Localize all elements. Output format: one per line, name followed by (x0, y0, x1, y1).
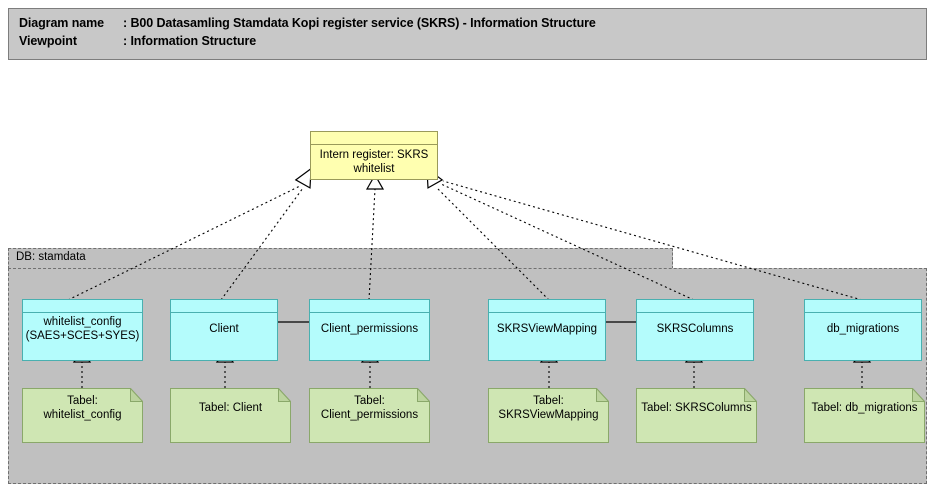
node-label-line1: Intern register: SKRS (319, 148, 429, 161)
node-client-permissions[interactable]: Client_permissions (309, 299, 430, 361)
node-skrscolumns[interactable]: SKRSColumns (636, 299, 754, 361)
note-shape (170, 388, 291, 443)
viewpoint-sep: : (123, 34, 131, 48)
group-body (8, 268, 927, 484)
node-intern-register-skrs-whitelist[interactable]: Intern register: SKRS whitelist (310, 131, 438, 180)
note-tabel-client[interactable]: Tabel: Client (170, 388, 291, 443)
note-tabel-skrscolumns[interactable]: Tabel: SKRSColumns (636, 388, 757, 443)
node-label-line1: whitelist_config (43, 316, 122, 329)
group-title-tab (8, 248, 673, 269)
realization-lines-to-interface (67, 180, 863, 301)
realization-line-db-migrations (442, 180, 863, 301)
node-skrsviewmapping[interactable]: SKRSViewMapping (488, 299, 606, 361)
diagram-name-key: Diagram name (19, 16, 104, 30)
group-db-stamdata[interactable]: DB: stamdata (8, 248, 927, 484)
realization-line-whitelist-config (67, 185, 301, 301)
node-label: SKRSViewMapping (496, 323, 598, 336)
diagram-name-line: Diagram name: B00 Datasamling Stamdata K… (19, 16, 596, 30)
diagram-name-value: B00 Datasamling Stamdata Kopi register s… (130, 16, 596, 30)
diagram-name-sep: : (123, 16, 131, 30)
note-shape (636, 388, 757, 443)
note-shape (309, 388, 430, 443)
node-label: Intern register: SKRS whitelist (314, 147, 434, 177)
node-header-strip (637, 300, 753, 313)
node-header-strip (805, 300, 921, 313)
node-header-strip (310, 300, 429, 313)
note-shape (22, 388, 143, 443)
node-label: Client_permissions (320, 323, 419, 336)
viewpoint-key: Viewpoint (19, 34, 77, 48)
note-tabel-db-migrations[interactable]: Tabel: db_migrations (804, 388, 925, 443)
note-tabel-client-permissions[interactable]: Tabel:Client_permissions (309, 388, 430, 443)
realization-line-skrsviewmapping (436, 187, 550, 301)
realization-line-client (220, 187, 304, 301)
realization-lines-to-objects (81, 362, 863, 388)
realization-line-skrscolumns (440, 183, 695, 301)
node-whitelist-config[interactable]: whitelist_config(SAES+SCES+SYES) (22, 299, 143, 361)
note-tabel-whitelist-config[interactable]: Tabel:whitelist_config (22, 388, 143, 443)
node-label: Client (209, 323, 239, 336)
node-label-line2: whitelist (353, 163, 395, 175)
node-db-migrations[interactable]: db_migrations (804, 299, 922, 361)
node-header-strip (311, 132, 437, 145)
node-header-strip (23, 300, 142, 313)
arrowhead-icon-center (365, 173, 385, 190)
realization-line-client-permissions (368, 188, 376, 301)
note-shape (804, 388, 925, 443)
note-shape (488, 388, 609, 443)
node-label-line2: (SAES+SCES+SYES) (25, 330, 140, 342)
note-tabel-skrsviewmapping[interactable]: Tabel:SKRSViewMapping (488, 388, 609, 443)
node-label: SKRSColumns (656, 323, 734, 336)
node-client[interactable]: Client (170, 299, 278, 361)
node-header-strip (489, 300, 605, 313)
diagram-header: Diagram name: B00 Datasamling Stamdata K… (8, 8, 927, 60)
node-label: whitelist_config(SAES+SCES+SYES) (25, 314, 140, 346)
node-header-strip (171, 300, 277, 313)
node-label: db_migrations (826, 323, 900, 336)
viewpoint-value: Information Structure (130, 34, 257, 48)
group-label: DB: stamdata (16, 251, 86, 263)
viewpoint-line: Viewpoint: Information Structure (19, 34, 256, 48)
